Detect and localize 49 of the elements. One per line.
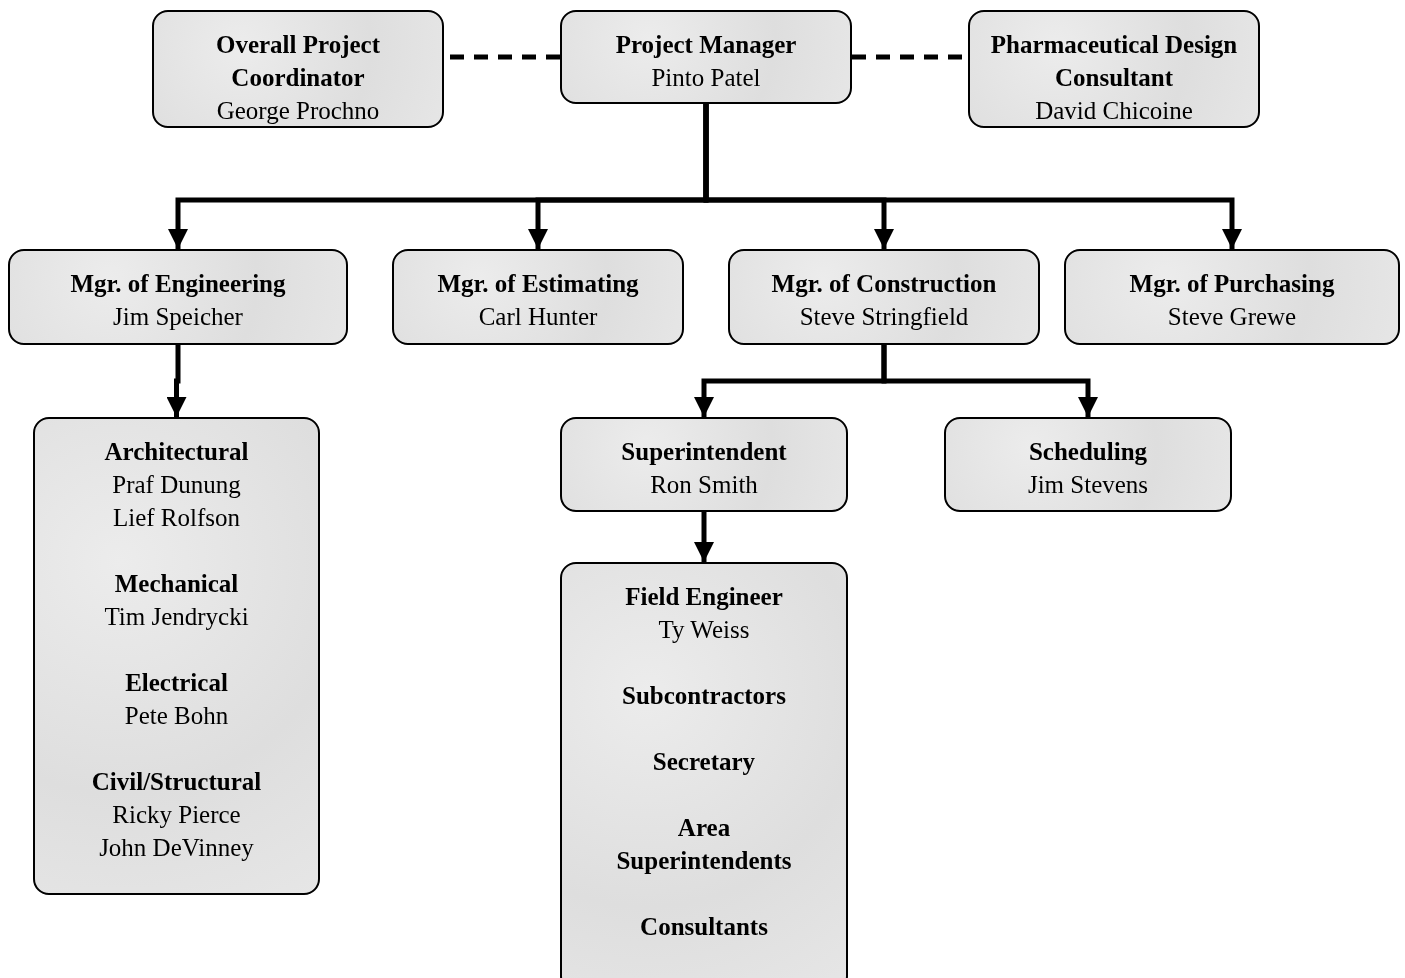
role-title: Subcontractors xyxy=(622,681,786,711)
role-title: Mgr. of Purchasing xyxy=(1129,269,1335,299)
person-name: John DeVinney xyxy=(99,833,254,863)
person-name: George Prochno xyxy=(216,96,380,126)
person-name: Lief Rolfson xyxy=(112,503,241,533)
role-box xyxy=(728,249,1040,345)
role-title: Scheduling xyxy=(1028,437,1148,467)
role-box xyxy=(560,10,852,104)
person-name: Jim Speicher xyxy=(113,302,243,332)
person-name: Ty Weiss xyxy=(658,615,750,645)
role-box xyxy=(1064,249,1400,345)
person-name: Pete Bohn xyxy=(124,701,229,731)
role-box xyxy=(560,417,848,512)
role-title: Electrical xyxy=(125,668,228,698)
role-title: Superintendent xyxy=(621,437,787,467)
person-name: Praf Dunung xyxy=(112,470,241,500)
role-title: Architectural xyxy=(104,437,249,467)
person-name: Steve Grewe xyxy=(1167,302,1297,332)
role-title: Secretary xyxy=(652,747,756,777)
role-title: Consultants xyxy=(640,912,768,942)
person-name: Tim Jendrycki xyxy=(104,602,249,632)
person-name: Steve Stringfield xyxy=(799,302,969,332)
team-box xyxy=(560,562,848,978)
person-name: David Chicoine xyxy=(1035,96,1193,126)
role-box xyxy=(968,10,1260,128)
role-title: Overall Project Coordinator xyxy=(214,30,381,93)
role-box xyxy=(944,417,1232,512)
role-title: Pharmaceutical Design Consultant xyxy=(989,30,1239,93)
person-name: Jim Stevens xyxy=(1027,470,1149,500)
person-name: Ron Smith xyxy=(650,470,758,500)
role-title: Mechanical xyxy=(114,569,239,599)
team-box xyxy=(33,417,320,895)
arrow xyxy=(881,345,1098,417)
person-name: Pinto Patel xyxy=(651,63,761,93)
person-name: Ricky Pierce xyxy=(112,800,241,830)
arrow xyxy=(694,512,714,562)
role-box xyxy=(8,249,348,345)
role-box xyxy=(392,249,684,345)
role-title: Civil/Structural xyxy=(91,767,262,797)
role-title: Mgr. of Estimating xyxy=(437,269,639,299)
person-name: Carl Hunter xyxy=(478,302,598,332)
role-box xyxy=(152,10,444,128)
role-title: Project Manager xyxy=(615,30,797,60)
role-title: Area Superintendents xyxy=(615,813,793,876)
role-title: Field Engineer xyxy=(625,582,783,612)
role-title: Mgr. of Construction xyxy=(771,269,997,299)
role-title: Mgr. of Engineering xyxy=(70,269,286,299)
arrow xyxy=(703,104,1242,249)
arrow xyxy=(166,345,187,417)
